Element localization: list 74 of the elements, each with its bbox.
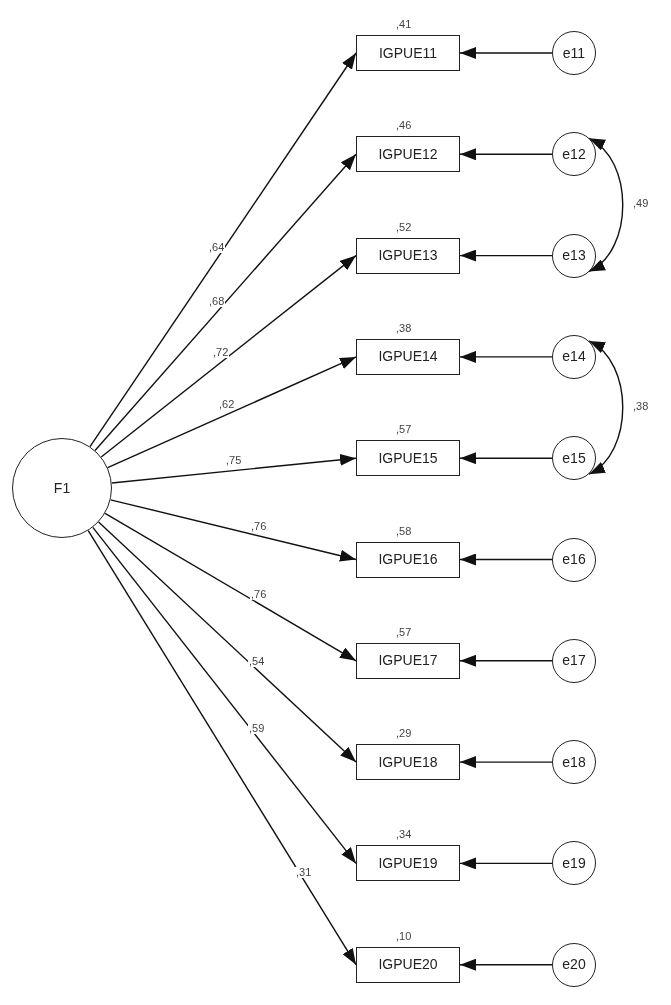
node-label: IGPUE20 (378, 955, 438, 975)
edge-label: ,72 (212, 346, 230, 358)
node-label: e18 (562, 752, 586, 772)
arrow (87, 529, 357, 966)
arrow (459, 553, 553, 566)
node-label: e16 (562, 550, 586, 569)
r-squared-label: ,10 (396, 930, 412, 942)
r-squared-label: ,52 (396, 221, 412, 233)
node-label: IGPUE19 (378, 853, 438, 873)
node-label: IGPUE14 (378, 347, 438, 367)
observed-variable-box (356, 338, 460, 375)
observed-variable-box (356, 845, 460, 882)
arrow (459, 47, 553, 59)
node-label: IGPUE15 (378, 448, 438, 468)
edge-label: ,54 (248, 655, 266, 667)
arrow (459, 958, 553, 971)
edge-label: ,68 (208, 295, 226, 307)
r-squared-label: ,57 (396, 424, 412, 436)
edge-label: ,76 (250, 589, 268, 601)
r-squared-label: ,29 (396, 728, 412, 740)
observed-variable-box (356, 744, 460, 781)
edge-label: ,49 (632, 197, 650, 209)
node-label: IGPUE16 (378, 550, 438, 569)
arrow (459, 654, 553, 667)
node-label: IGPUE17 (378, 651, 438, 671)
observed-variable-box (356, 946, 460, 983)
node-label: IGPUE12 (378, 144, 438, 164)
observed-variable-box (356, 541, 460, 578)
edge-label: ,64 (208, 242, 226, 254)
observed-variable-box (356, 35, 460, 71)
node-label: e17 (562, 651, 586, 671)
observed-variable-box (356, 237, 460, 274)
r-squared-label: ,41 (396, 19, 412, 30)
arrow (89, 52, 357, 448)
observed-variable-box (356, 440, 460, 477)
node-label: e12 (562, 144, 586, 164)
r-squared-label: ,34 (396, 829, 412, 841)
arrow (459, 350, 553, 363)
node-label: e11 (562, 43, 586, 63)
node-label: e20 (562, 955, 586, 975)
arrow (111, 453, 357, 484)
node-label: F1 (53, 478, 71, 498)
arrow (459, 452, 553, 465)
edge-label: ,62 (218, 398, 236, 410)
edge-label: ,75 (225, 455, 243, 467)
edge-label: ,38 (632, 400, 650, 412)
observed-variable-box (356, 136, 460, 173)
node-label: IGPUE11 (378, 43, 438, 63)
r-squared-label: ,46 (396, 120, 412, 132)
arrow (459, 857, 553, 870)
correlation-arrow (588, 137, 624, 273)
arrow (100, 254, 357, 458)
edge-label: ,76 (250, 521, 268, 533)
r-squared-label: ,58 (396, 525, 412, 537)
arrow (106, 356, 357, 469)
arrow (104, 512, 357, 662)
r-squared-label: ,38 (396, 322, 412, 334)
r-squared-label: ,57 (396, 626, 412, 638)
node-label: e13 (562, 246, 586, 266)
arrow (459, 148, 553, 161)
node-label: e15 (562, 448, 586, 468)
arrow (459, 249, 553, 262)
correlation-arrow (588, 340, 624, 475)
node-label: IGPUE13 (378, 246, 438, 266)
arrow (97, 521, 357, 763)
observed-variable-box (356, 642, 460, 679)
node-label: e19 (562, 853, 586, 873)
arrow (94, 153, 357, 452)
node-label: e14 (562, 347, 586, 367)
arrow (459, 756, 553, 769)
node-label: IGPUE18 (378, 752, 438, 772)
edge-label: ,31 (295, 867, 313, 878)
edge-label: ,59 (248, 723, 266, 735)
arrow (92, 526, 357, 865)
